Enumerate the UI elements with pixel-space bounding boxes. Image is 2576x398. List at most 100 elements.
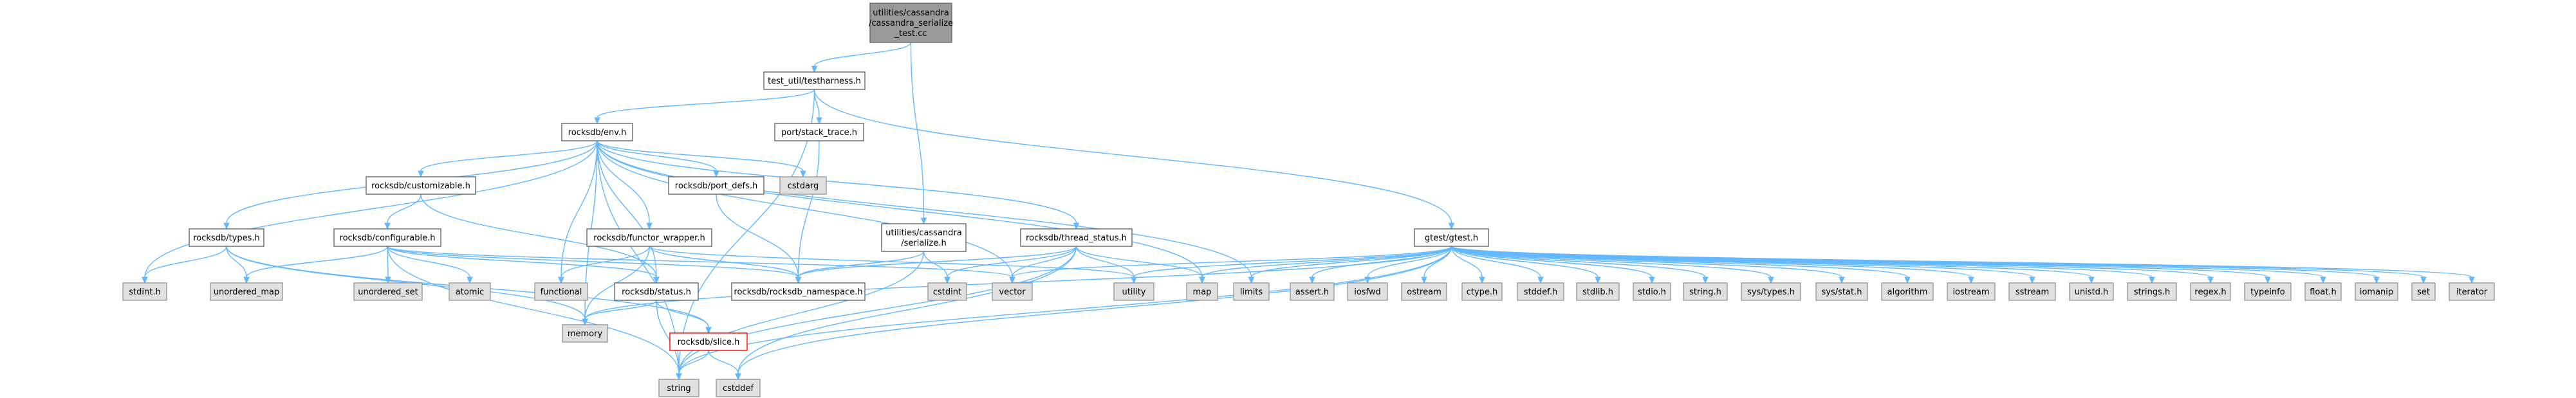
node-label: algorithm <box>1887 287 1928 297</box>
node-cstdarg: cstdarg <box>779 176 827 195</box>
node-label: utility <box>1122 287 1146 297</box>
node-iterator: iterator <box>2449 282 2495 301</box>
edge-gtest-to-ctype <box>1450 246 1485 284</box>
node-box <box>614 282 699 301</box>
node-ostream: ostream <box>1401 282 1447 301</box>
edge-gtest-to-iterator <box>1450 246 2475 284</box>
node-box <box>2069 282 2114 301</box>
node-box <box>669 332 748 351</box>
node-box <box>2304 282 2342 301</box>
node-label: assert.h <box>1295 287 1329 297</box>
node-box <box>1290 282 1335 301</box>
node-label: sys/types.h <box>1747 287 1795 297</box>
node-label: stdlib.h <box>1582 287 1613 297</box>
node-label: strings.h <box>2134 287 2170 297</box>
node-label: limits <box>1240 287 1263 297</box>
node-label: unordered_map <box>214 287 280 297</box>
edges-layer <box>142 42 2475 381</box>
node-box <box>774 123 864 141</box>
node-box <box>992 282 1033 301</box>
node-label: unistd.h <box>2075 287 2109 297</box>
node-box <box>2190 282 2231 301</box>
node-label: ostream <box>1407 287 1441 297</box>
node-box <box>1633 282 1671 301</box>
node-string: string <box>658 379 700 397</box>
node-box <box>1947 282 1996 301</box>
node-label: rocksdb/configurable.h <box>340 233 436 243</box>
node-label: port/stack_trace.h <box>781 128 857 138</box>
node-label: functional <box>541 287 582 297</box>
node-box <box>1461 282 1503 301</box>
node-customizable[interactable]: rocksdb/customizable.h <box>366 176 476 195</box>
node-testharness[interactable]: test_util/testharness.h <box>763 71 866 90</box>
node-box <box>1576 282 1620 301</box>
node-label: stddef.h <box>1524 287 1557 297</box>
edge-configurable-to-unordered-map <box>243 246 388 284</box>
node-types[interactable]: rocksdb/types.h <box>189 228 264 247</box>
node-box <box>1233 282 1270 301</box>
node-label: rocksdb/customizable.h <box>371 181 470 191</box>
node-box <box>716 379 761 397</box>
node-label: rocksdb/slice.h <box>678 338 740 347</box>
node-unordered-set: unordered_set <box>353 282 423 301</box>
node-thread-status[interactable]: rocksdb/thread_status.h <box>1020 228 1133 247</box>
node-box <box>1517 282 1564 301</box>
node-port-defs[interactable]: rocksdb/port_defs.h <box>668 176 764 195</box>
node-configurable[interactable]: rocksdb/configurable.h <box>333 228 441 247</box>
node-slice[interactable]: rocksdb/slice.h <box>669 332 748 351</box>
edge-status-to-slice <box>656 300 712 334</box>
node-label: stdint.h <box>129 287 160 297</box>
node-label: unordered_set <box>358 287 418 297</box>
node-box <box>2449 282 2495 301</box>
node-box <box>2411 282 2436 301</box>
edge-functor-wrapper-to-functional <box>558 246 650 284</box>
node-serialize[interactable]: utilities/cassandra/serialize.h <box>881 223 967 252</box>
node-box <box>1881 282 1934 301</box>
node-gtest[interactable]: gtest/gtest.h <box>1414 228 1489 247</box>
edge-gtest-to-map <box>1199 246 1452 284</box>
node-box <box>561 123 633 141</box>
node-box <box>333 228 441 247</box>
node-label: map <box>1193 287 1212 297</box>
node-status[interactable]: rocksdb/status.h <box>614 282 699 301</box>
node-box <box>1020 228 1133 247</box>
node-set: set <box>2411 282 2436 301</box>
node-vector: vector <box>992 282 1033 301</box>
edge-env-to-stdint <box>142 140 598 284</box>
node-functor-wrapper[interactable]: rocksdb/functor_wrapper.h <box>586 228 712 247</box>
node-label: set <box>2417 287 2430 297</box>
nodes-layer: utilities/cassandra/cassandra_serialize_… <box>122 3 2495 397</box>
node-box <box>189 228 264 247</box>
edge-gtest-to-cstddef <box>735 246 1452 381</box>
node-label: typeinfo <box>2250 287 2284 297</box>
edge-env-to-cstdarg <box>597 140 806 178</box>
edge-gtest-to-assert <box>1309 246 1452 284</box>
edge-configurable-to-string <box>387 246 682 381</box>
edge-gtest-to-ostream <box>1421 246 1452 284</box>
node-box <box>1113 282 1154 301</box>
node-label: sys/stat.h <box>1822 287 1862 297</box>
node-stack-trace[interactable]: port/stack_trace.h <box>774 123 864 141</box>
edge-types-to-stdint <box>142 246 227 284</box>
node-box <box>658 379 700 397</box>
node-label: string.h <box>1689 287 1721 297</box>
edge-gtest-to-limits <box>1248 246 1452 284</box>
node-root[interactable]: utilities/cassandra/cassandra_serialize_… <box>869 3 953 43</box>
node-string-h: string.h <box>1683 282 1728 301</box>
node-label: _test.cc <box>894 29 927 39</box>
node-map: map <box>1186 282 1218 301</box>
node-namespace[interactable]: rocksdb/rocksdb_namespace.h <box>731 282 866 301</box>
node-box <box>366 176 476 195</box>
edge-testharness-to-env <box>594 89 815 125</box>
edge-testharness-to-gtest <box>813 89 1455 230</box>
node-box <box>2244 282 2292 301</box>
node-label: rocksdb/rocksdb_namespace.h <box>734 287 862 297</box>
node-iostream: iostream <box>1947 282 1996 301</box>
node-label: memory <box>568 329 603 339</box>
node-env[interactable]: rocksdb/env.h <box>561 123 633 141</box>
node-box <box>1186 282 1218 301</box>
edge-gtest-to-string-h <box>1450 246 1709 284</box>
node-box <box>534 282 588 301</box>
node-box <box>586 228 712 247</box>
node-label: cstdint <box>933 287 961 297</box>
